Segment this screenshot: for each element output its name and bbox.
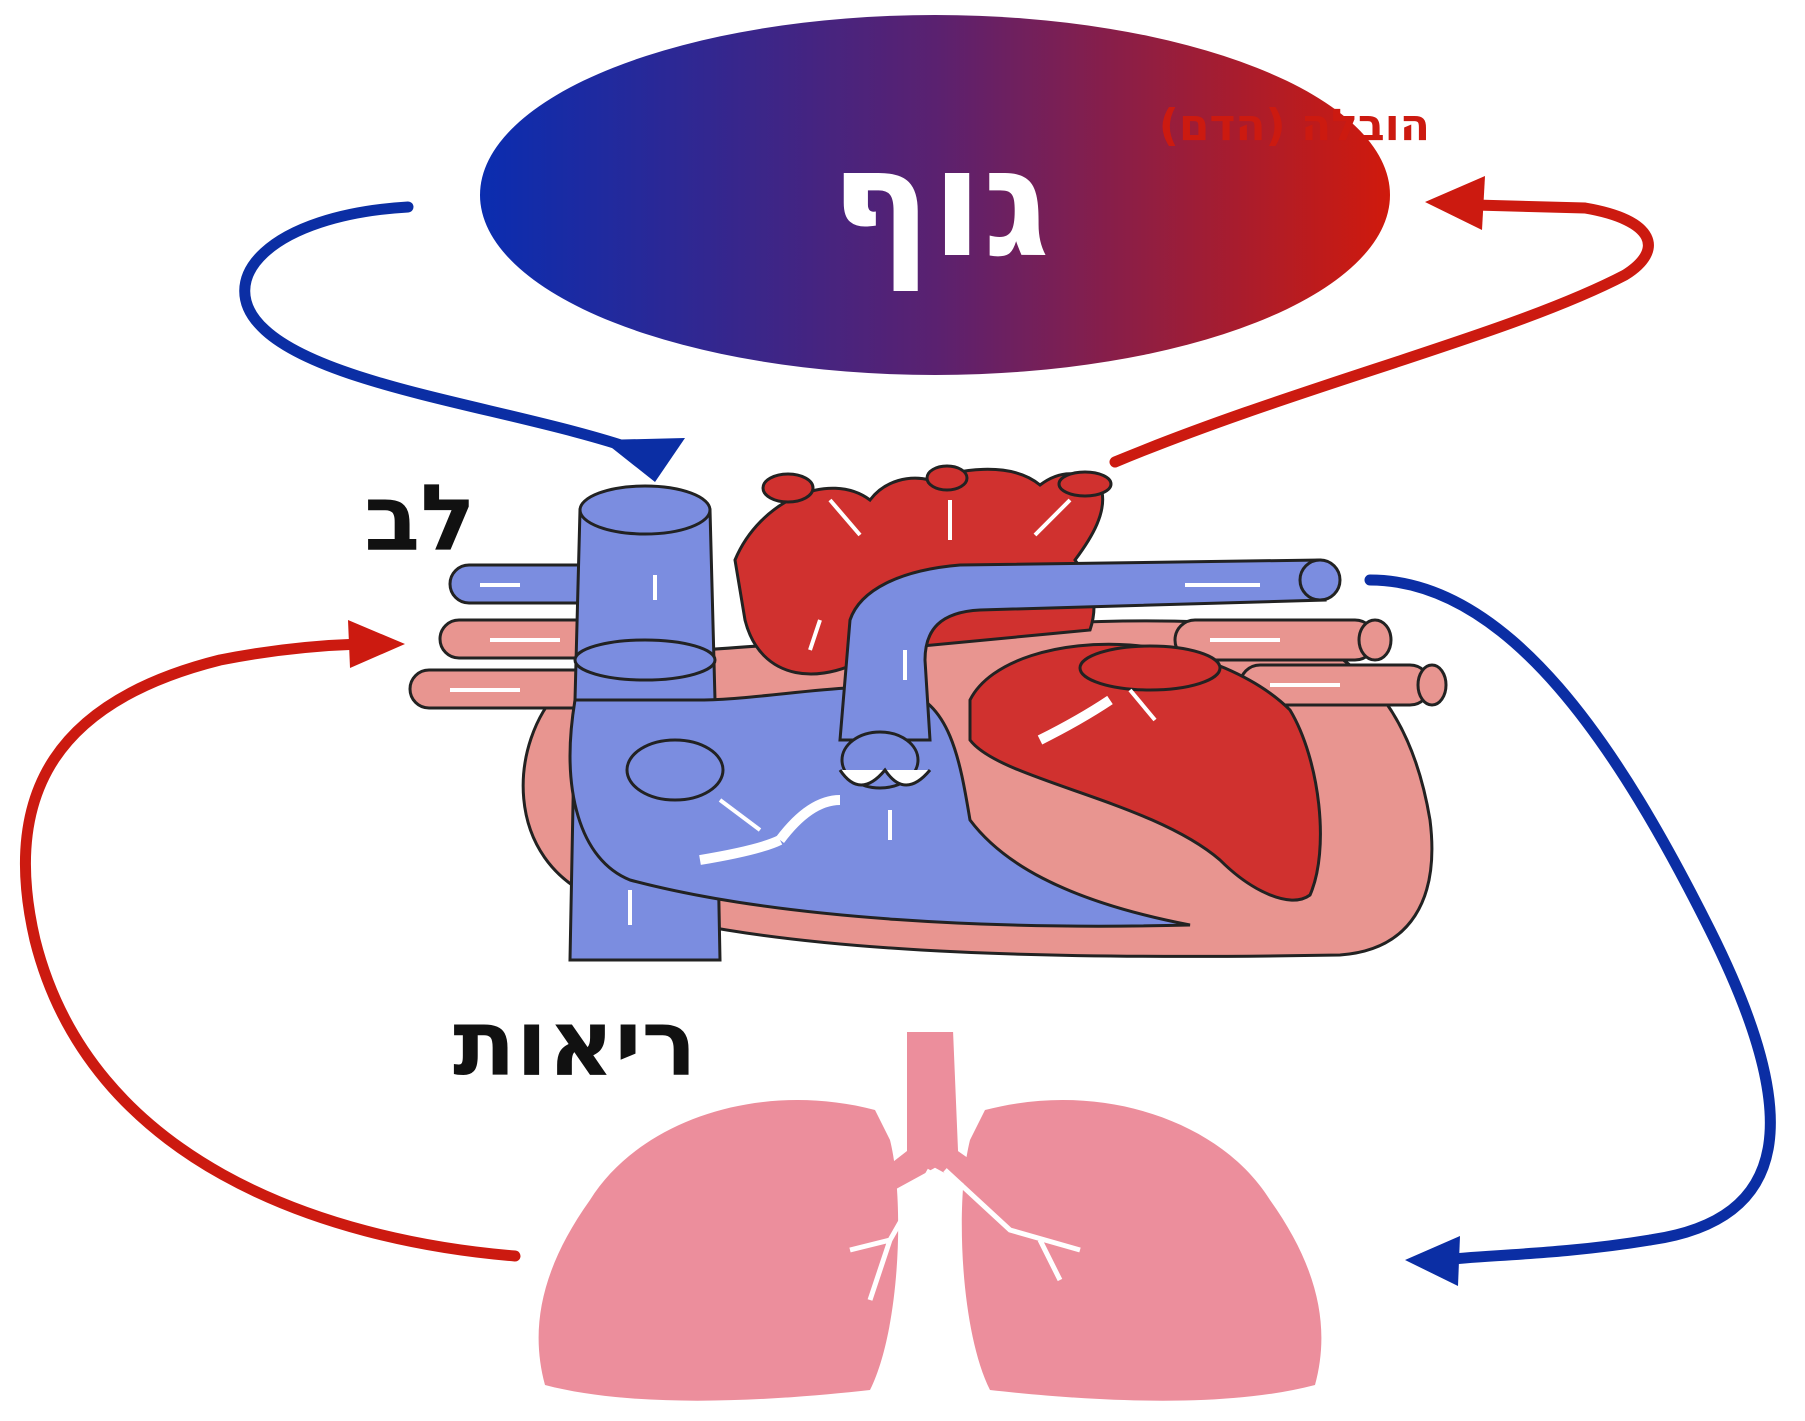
heart-label: לב xyxy=(364,465,476,572)
transport-label: הובלה (הדם) xyxy=(1159,100,1430,151)
arrow-lungs-to-heart xyxy=(25,620,515,1256)
body-node: גוף xyxy=(480,15,1390,375)
body-label: גוף xyxy=(830,117,1050,291)
right-lung xyxy=(962,1100,1322,1401)
heart-illustration xyxy=(410,466,1446,960)
left-lung xyxy=(539,1100,899,1401)
lungs-label: ריאות xyxy=(453,990,697,1097)
